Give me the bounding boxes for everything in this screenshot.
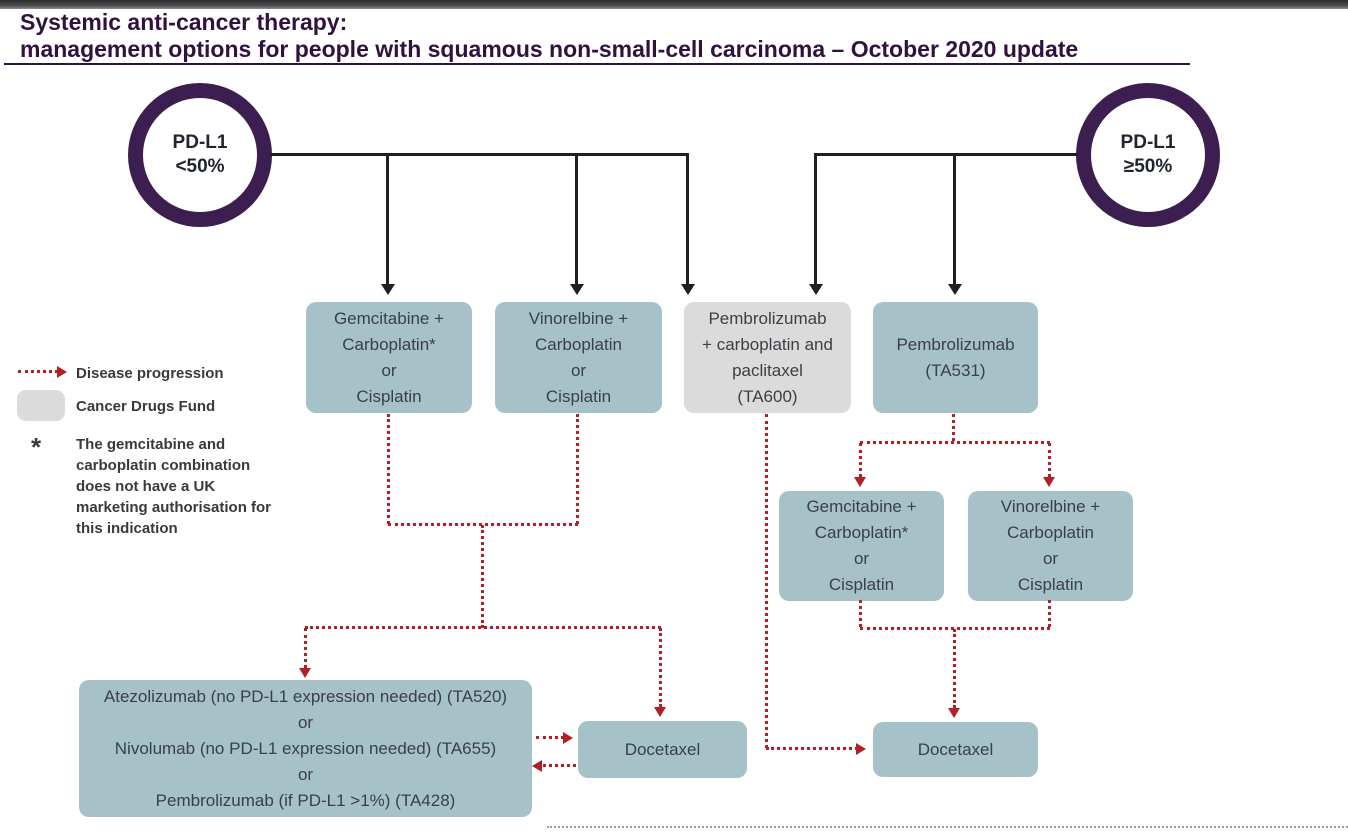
node-pembrolizumab-carboplatin-paclitaxel-ta600: Pembrolizumab + carboplatin and paclitax…: [684, 302, 851, 413]
edge-ta531-down: [952, 414, 955, 441]
node-line: Nivolumab (no PD-L1 expression needed) (…: [114, 738, 497, 758]
node-pdl1-50-or-more: PD-L1 ≥50%: [1076, 83, 1220, 227]
title-underline: [4, 63, 1190, 65]
node-line: or: [853, 549, 870, 568]
legend-asterisk-icon: *: [31, 432, 42, 462]
node-line: Carboplatin: [1007, 523, 1094, 542]
edge-ta600-to-docetaxel: [766, 747, 858, 750]
edge-low-branch-horizontal: [270, 153, 689, 156]
node-line: Vinorelbine +: [1000, 497, 1101, 516]
page-title-line1: Systemic anti-cancer therapy:: [20, 9, 348, 35]
arrowhead-down-icon: [570, 284, 584, 295]
edge-low-drop-gemcitabine: [386, 155, 389, 285]
legend-progression-arrow-icon: [57, 366, 67, 378]
edge-immuno-to-docetaxel: [536, 736, 564, 739]
pdl1-low-label: PD-L1: [172, 132, 228, 153]
node-line: (TA531): [925, 360, 986, 380]
legend-asterisk-note: The gemcitabine and carboplatin combinat…: [76, 436, 272, 537]
node-line: (TA600): [737, 386, 798, 406]
node-vinorelbine-carboplatin-cisplatin-second: Vinorelbine + Carboplatin or Cisplatin: [968, 491, 1133, 601]
edge-second-join-horizontal: [860, 627, 1050, 630]
top-bar: [0, 0, 1348, 9]
node-gemcitabine-carboplatin-cisplatin-second: Gemcitabine + Carboplatin* or Cisplatin: [779, 491, 944, 601]
node-docetaxel-left: Docetaxel: [578, 721, 747, 778]
node-line: Carboplatin: [535, 334, 622, 354]
arrowhead-down-icon: [681, 284, 695, 295]
edge-first-join-down: [481, 525, 484, 628]
node-line: + carboplatin and: [702, 334, 833, 354]
edge-high-branch-horizontal: [814, 153, 1077, 156]
arrowhead-right-icon: [563, 732, 573, 744]
node-line: or: [570, 360, 587, 380]
edge-ta531-split-horizontal: [860, 441, 1050, 444]
pdl1-low-value: <50%: [175, 156, 225, 177]
edge-to-vinorelbine-second: [1048, 443, 1051, 477]
node-line: Pembrolizumab (if PD-L1 >1%) (TA428): [155, 790, 456, 810]
node-pembrolizumab-ta531: Pembrolizumab (TA531): [873, 302, 1038, 413]
node-line: Gemcitabine +: [806, 497, 917, 516]
edge-to-gemcitabine-second: [859, 443, 862, 477]
edge-to-docetaxel-right: [953, 629, 956, 708]
legend-cancer-drugs-fund-label: Cancer Drugs Fund: [76, 398, 216, 415]
node-line: or: [1042, 549, 1059, 568]
arrowhead-down-icon: [299, 668, 311, 678]
node-vinorelbine-carboplatin-cisplatin-first: Vinorelbine + Carboplatin or Cisplatin: [495, 302, 662, 413]
arrowhead-down-icon: [948, 284, 962, 295]
node-line: or: [297, 712, 314, 732]
arrowhead-down-icon: [1043, 477, 1055, 487]
edge-gem-first-down: [387, 414, 390, 524]
node-line: Pembrolizumab: [708, 308, 827, 328]
arrowhead-left-icon: [532, 760, 542, 772]
arrowhead-down-icon: [948, 708, 960, 718]
node-line: paclitaxel: [732, 360, 803, 380]
edge-split-horizontal: [305, 626, 661, 629]
arrowhead-down-icon: [854, 477, 866, 487]
edge-docetaxel-to-immuno: [543, 764, 576, 767]
node-line: Atezolizumab (no PD-L1 expression needed…: [103, 686, 508, 706]
node-docetaxel-right: Docetaxel: [873, 722, 1038, 777]
edge-high-drop-ta600: [814, 155, 817, 285]
edge-to-docetaxel-left: [659, 628, 662, 707]
node-line: Cisplatin: [1017, 575, 1084, 594]
edge-low-drop-ta600: [686, 155, 689, 285]
node-line: Docetaxel: [917, 739, 994, 759]
arrowhead-down-icon: [809, 284, 823, 295]
node-line: Cisplatin: [828, 575, 895, 594]
node-line: Pembrolizumab: [896, 334, 1015, 354]
node-line: Vinorelbine +: [528, 308, 629, 328]
edge-first-join-horizontal: [388, 523, 578, 526]
node-line: Docetaxel: [624, 739, 701, 759]
legend-progression-line: [18, 370, 58, 373]
node-line: or: [297, 764, 314, 784]
arrowhead-down-icon: [654, 707, 666, 717]
page-title-line2: management options for people with squam…: [20, 36, 1079, 62]
legend-cdf-swatch: [17, 390, 65, 421]
node-gemcitabine-carboplatin-cisplatin-first: Gemcitabine + Carboplatin* or Cisplatin: [306, 302, 472, 413]
node-line: Carboplatin*: [342, 334, 436, 354]
node-line: or: [381, 360, 397, 380]
node-pdl1-under-50: PD-L1 <50%: [128, 83, 272, 227]
edge-ta600-down: [765, 414, 768, 748]
edge-low-drop-vinorelbine: [575, 155, 578, 285]
edge-gem-second-down: [859, 600, 862, 627]
node-line: Gemcitabine +: [333, 308, 445, 328]
legend-disease-progression-label: Disease progression: [76, 365, 224, 382]
arrowhead-down-icon: [381, 284, 395, 295]
pdl1-high-label: PD-L1: [1120, 132, 1176, 153]
node-line: Cisplatin: [356, 386, 422, 406]
bottom-divider: [547, 826, 1348, 828]
edge-vino-second-down: [1048, 600, 1051, 627]
edge-vino-first-down: [576, 414, 579, 524]
edge-high-drop-ta531: [953, 155, 956, 285]
node-line: Carboplatin*: [814, 523, 909, 542]
node-line: Cisplatin: [545, 386, 612, 406]
node-immunotherapy-options: Atezolizumab (no PD-L1 expression needed…: [79, 680, 532, 817]
pdl1-high-value: ≥50%: [1123, 156, 1173, 177]
edge-to-immuno-options: [304, 628, 307, 668]
arrowhead-right-icon: [856, 743, 866, 755]
